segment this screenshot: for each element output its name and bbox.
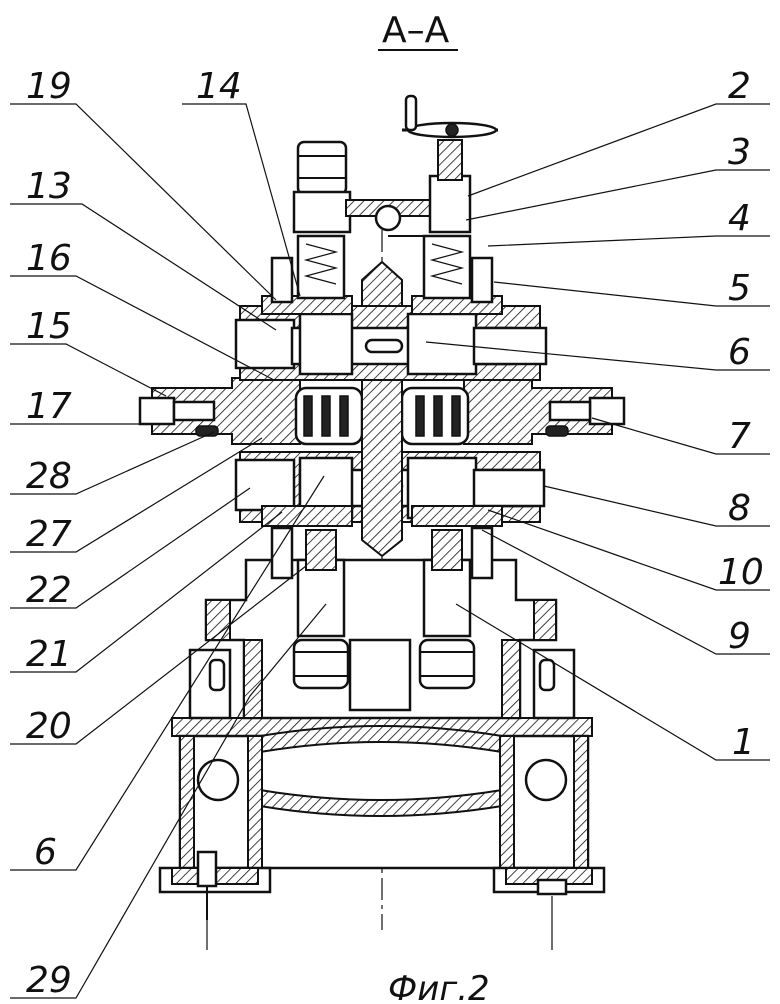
label-6-right: 6 [728, 332, 751, 373]
upper-roll-assembly [234, 295, 548, 381]
leader-lines [10, 103, 770, 999]
label-13: 13 [26, 166, 72, 207]
label-14: 14 [196, 66, 242, 107]
label-3: 3 [728, 132, 751, 173]
label-29: 29 [26, 960, 72, 1001]
label-5: 5 [728, 268, 751, 309]
label-17: 17 [26, 386, 72, 427]
label-6-left: 6 [34, 832, 57, 873]
label-1: 1 [732, 722, 755, 763]
lower-screw-jacks [270, 526, 494, 690]
stand-frame [188, 558, 576, 720]
label-27: 27 [26, 514, 72, 555]
section-title: А–А [382, 10, 450, 51]
part-labels-right: 2 3 4 5 6 7 8 10 9 1 [718, 66, 764, 763]
label-28: 28 [26, 456, 72, 497]
upper-screw-jacks [270, 94, 498, 304]
machine-assembly [10, 94, 770, 999]
label-19: 19 [26, 66, 72, 107]
label-7: 7 [728, 416, 751, 457]
label-10: 10 [718, 552, 764, 593]
label-15: 15 [26, 306, 72, 347]
part-labels-left: 19 14 13 16 15 17 28 27 22 21 20 6 29 [26, 66, 242, 1001]
label-2: 2 [728, 66, 751, 107]
base-frame [158, 717, 606, 950]
label-8: 8 [728, 488, 751, 529]
label-21: 21 [26, 634, 72, 675]
label-9: 9 [728, 616, 751, 657]
label-4: 4 [728, 198, 751, 239]
label-22: 22 [26, 570, 72, 611]
label-16: 16 [26, 238, 72, 279]
label-20: 20 [26, 706, 72, 747]
figure-caption: Фиг.2 [388, 969, 490, 1004]
